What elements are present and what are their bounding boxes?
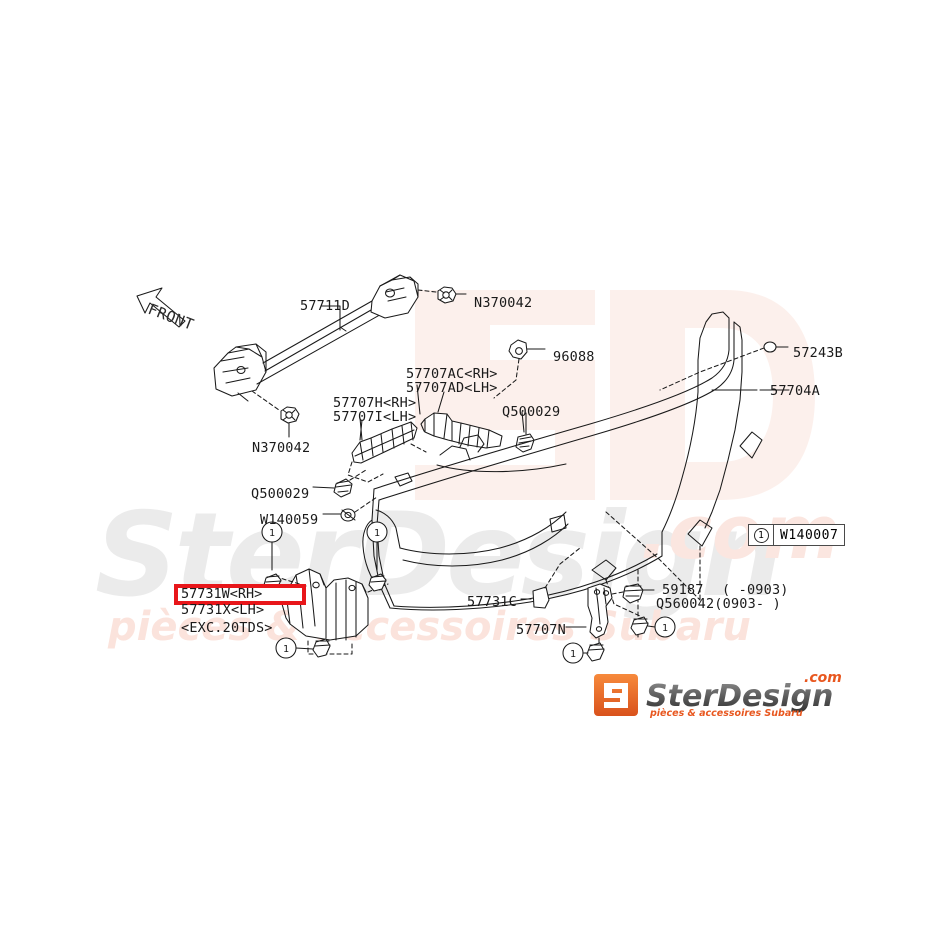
part-57711d-beam: [213, 274, 419, 402]
sterdesign-logo: SterDesign .com pièces & accessoires Sub…: [594, 670, 842, 719]
callout-q560042: Q560042(0903- ): [656, 596, 781, 612]
callout-exc-20tds: <EXC.20TDS>: [181, 620, 273, 636]
callout-59187-daterange: ( -0903): [722, 582, 789, 598]
callout-w140059: W140059: [260, 512, 319, 528]
logo-tagline: pièces & accessoires Subaru: [649, 708, 803, 719]
legend-index-number: 1: [749, 525, 774, 545]
logo-dotcom: .com: [804, 670, 842, 686]
clip-shield-right: [368, 573, 387, 592]
callout-57731c: 57731C: [467, 594, 517, 610]
callout-57243b: 57243B: [793, 345, 843, 361]
index-marker-2: 1: [374, 528, 380, 539]
part-q500029-screw-left: [312, 478, 353, 498]
leader-q500029: [521, 411, 525, 433]
callout-q500029-left: Q500029: [251, 486, 310, 502]
clip-shield-bottom: [312, 638, 331, 658]
callout-57707i-lh: 57707I<LH>: [333, 409, 417, 425]
part-57707h-bracket: [351, 421, 418, 464]
part-n370042-nut-upper: [437, 286, 467, 304]
clip-bracket-bottom: [586, 642, 605, 662]
logo-monogram-sd: [604, 683, 628, 708]
clip-bracket-right: [630, 616, 649, 636]
callout-59187: 59187: [662, 582, 704, 598]
part-57707n-bracket: [565, 583, 613, 651]
callout-57731x-lh: 57731X<LH>: [181, 602, 265, 618]
callout-n370042-upper: N370042: [474, 295, 533, 311]
legend-box: 1 W140007: [748, 524, 846, 546]
index-marker-1: 1: [269, 528, 275, 539]
part-57704a-bumper-cover: [362, 311, 763, 611]
callout-57707ac-rh: 57707AC<RH>: [406, 366, 498, 382]
part-96088-clip: [508, 339, 546, 360]
part-57731c-clip: [520, 586, 550, 609]
callout-57707h-rh: 57707H<RH>: [333, 395, 417, 411]
logo-wordmark: SterDesign: [646, 679, 833, 714]
index-marker-4: 1: [570, 649, 576, 660]
legend-part-code: W140007: [780, 527, 839, 543]
index-marker-5: 1: [662, 623, 668, 634]
part-q500029-screw-center: [515, 424, 535, 453]
index-marker-3: 1: [283, 644, 289, 655]
callout-n370042-lower: N370042: [252, 440, 311, 456]
callout-q500029-center: Q500029: [502, 404, 561, 420]
highlight-box: [174, 584, 306, 605]
callout-57707ad-lh: 57707AD<LH>: [406, 380, 498, 396]
legend-circle-number: 1: [753, 527, 769, 543]
leader-57711d: [321, 305, 341, 331]
leader-57707h: [359, 417, 363, 441]
callout-57704a: 57704A: [770, 383, 820, 399]
part-57731w-splash-shield: [281, 568, 369, 641]
callout-96088: 96088: [553, 349, 595, 365]
callout-57731w-rh-highlighted: 57731W<RH>: [181, 586, 263, 602]
part-57707ac-bracket: [420, 412, 503, 449]
leader-57707ac: [416, 384, 421, 415]
callout-57707n: 57707N: [516, 622, 566, 638]
callout-57711d: 57711D: [300, 298, 350, 314]
part-57243b-grommet: [763, 341, 789, 353]
part-w140059-washer: [322, 508, 356, 522]
index-markers: [261, 521, 676, 664]
front-arrow-icon: [136, 287, 186, 328]
part-n370042-nut-lower: [280, 406, 300, 438]
part-59187-screw: [622, 583, 655, 604]
